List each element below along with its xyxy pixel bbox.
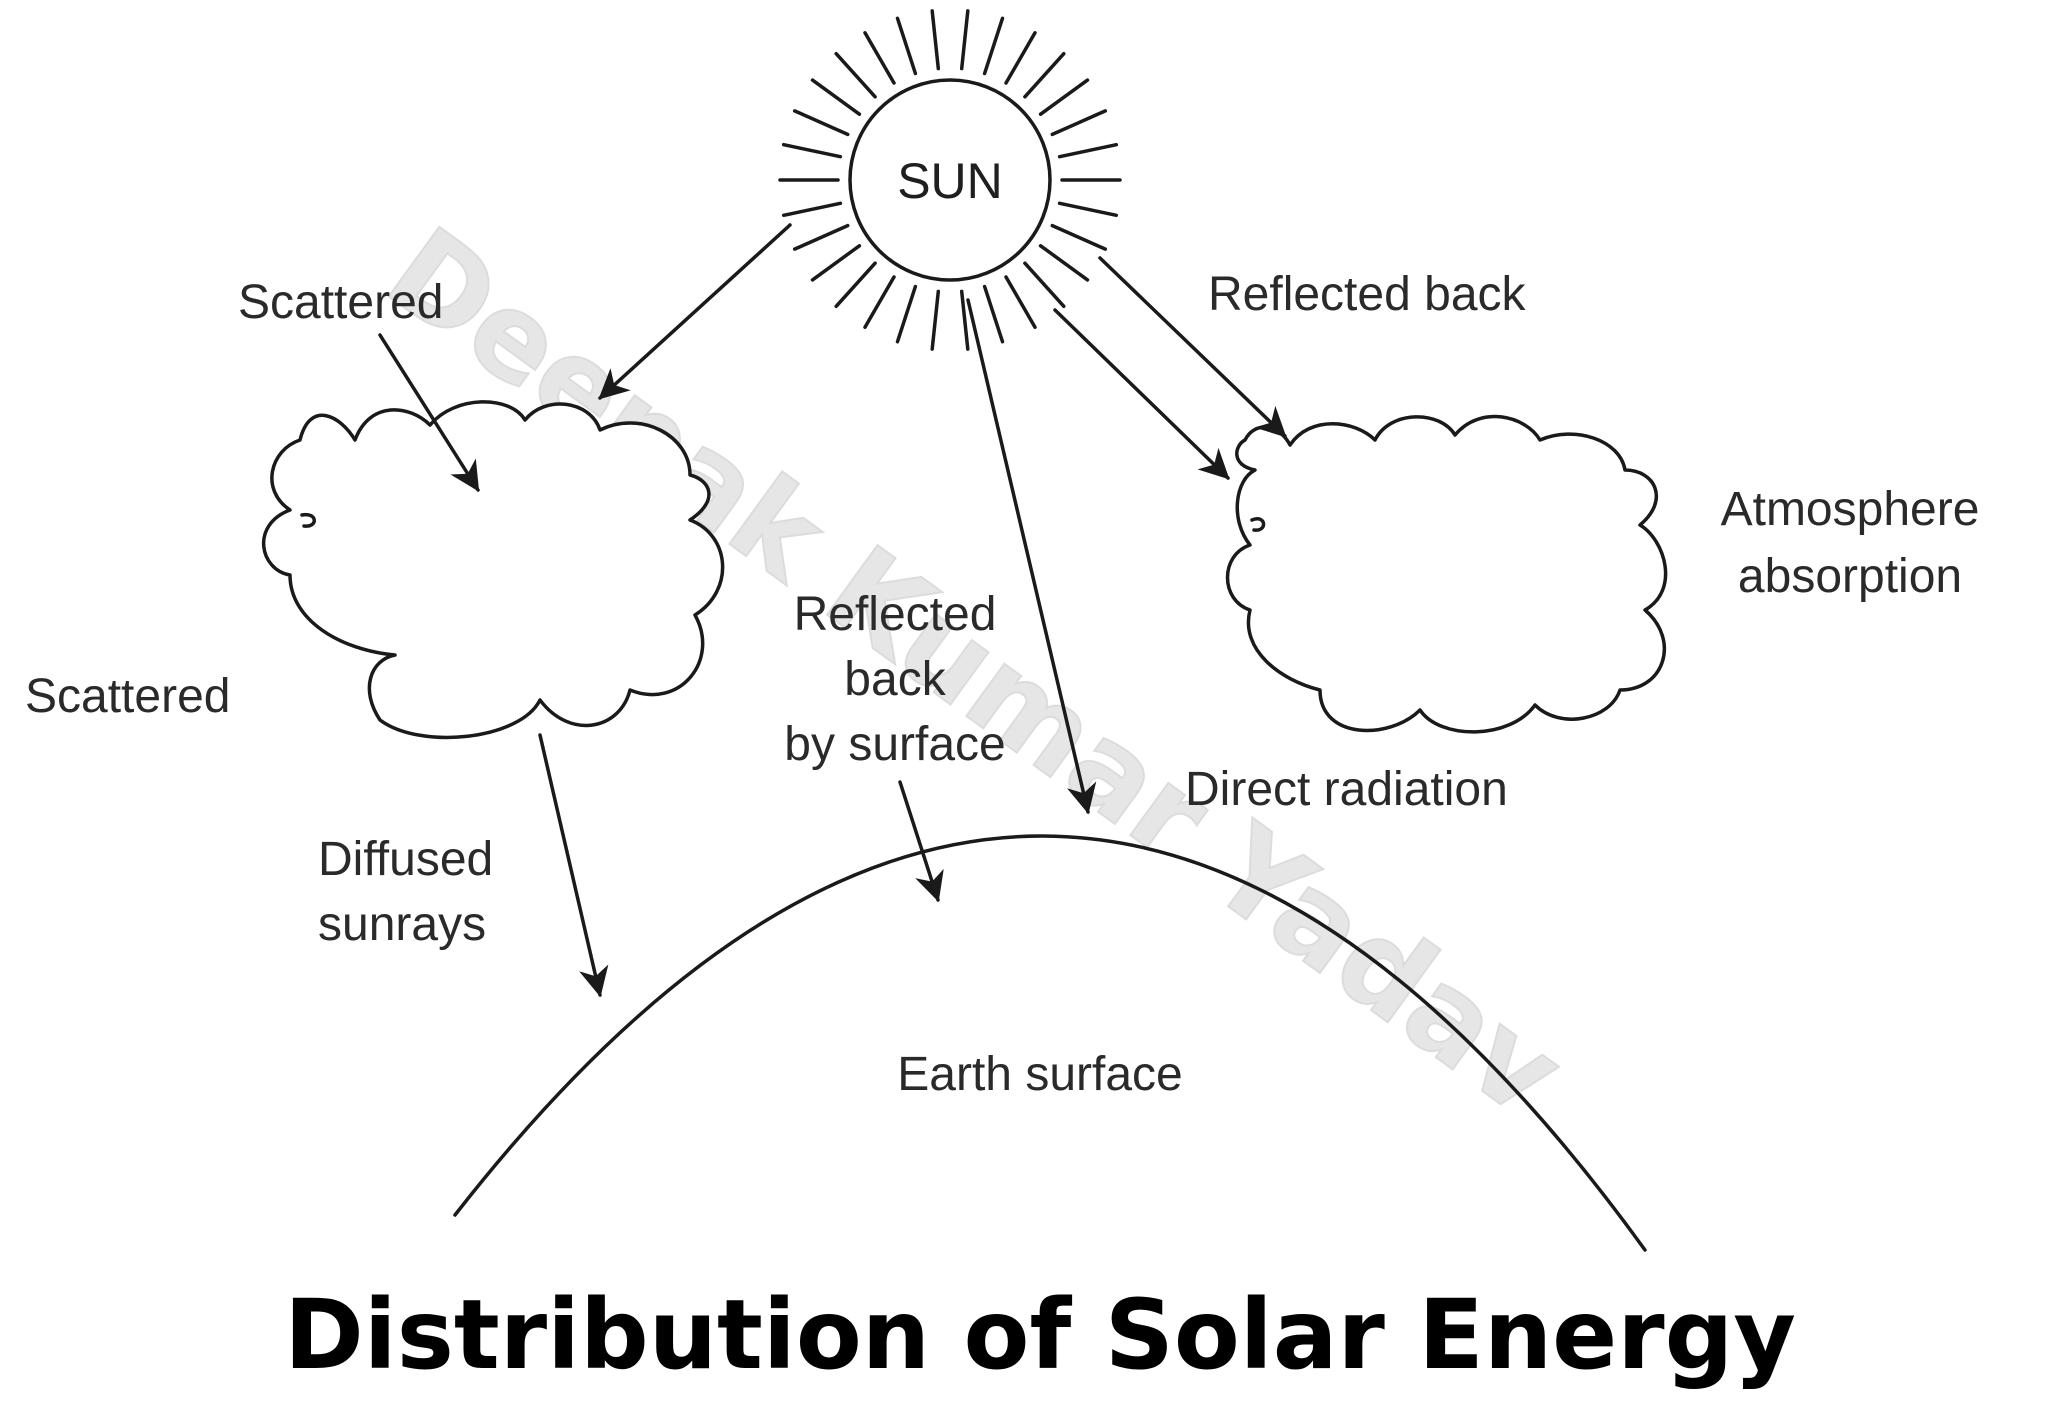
left-cloud-curl [300, 512, 316, 528]
label-reflected-surface-line3: by surface [784, 718, 1005, 771]
sun-ray [1038, 244, 1090, 282]
sun-ray [982, 16, 1005, 76]
sun-ray [959, 289, 970, 351]
sun-ray [792, 109, 850, 137]
arrow-direct-radiation [966, 298, 1097, 815]
label-atmosphere-line2: absorption [1738, 550, 1962, 603]
right-cloud [1225, 414, 1668, 734]
arrow-scattered-label-pointer [378, 333, 480, 492]
sun-label: SUN [897, 153, 1003, 209]
sun-ray [1004, 31, 1037, 85]
sun-ray [1057, 142, 1119, 159]
sun-ray [1057, 201, 1119, 218]
label-direct-radiation: Direct radiation [1185, 763, 1508, 816]
sun-ray [834, 261, 877, 309]
sun-ray [810, 244, 862, 282]
sun-ray [1004, 275, 1037, 329]
arrow-reflected-by-surface [898, 780, 944, 903]
arrow-sun-to-left-cloud [598, 223, 792, 400]
right-cloud-curl [1250, 517, 1266, 532]
sun-ray [810, 78, 862, 116]
left-cloud [261, 400, 725, 740]
arrow-diffused-sunrays [538, 733, 609, 998]
sun-ray [792, 223, 850, 251]
diagram-title: Distribution of Solar Energy [284, 1279, 1796, 1391]
sun-ray [863, 31, 896, 85]
label-reflected-surface-line1: Reflected [794, 588, 997, 641]
sun-ray [1023, 261, 1066, 309]
label-scattered-top: Scattered [238, 276, 443, 329]
label-earth-surface: Earth surface [897, 1048, 1182, 1101]
sun-ray [863, 275, 896, 329]
arrow-atmosphere-absorption [1053, 308, 1230, 480]
sun-ray [781, 142, 843, 159]
sun-ray [1050, 109, 1108, 137]
sun-ray [781, 201, 843, 218]
label-diffused-line2: sunrays [318, 898, 486, 951]
sun-ray [834, 51, 877, 99]
label-diffused-line1: Diffused [318, 833, 493, 886]
label-atmosphere-line1: Atmosphere [1721, 483, 1980, 536]
sun-ray [1023, 51, 1066, 99]
label-reflected-back: Reflected back [1208, 268, 1527, 321]
earth-surface-arc [453, 834, 1647, 1252]
sun-ray [930, 289, 941, 351]
sun-circle [848, 78, 1052, 282]
sun-ray [930, 9, 941, 71]
sun-ray [1050, 223, 1108, 251]
arrow-reflected-back [1098, 256, 1287, 438]
sun-rays [778, 9, 1122, 351]
sun-ray [895, 284, 918, 344]
sun-ray [982, 284, 1005, 344]
sun-ray [959, 9, 970, 71]
label-scattered-left: Scattered [25, 670, 230, 723]
label-reflected-surface-line2: back [844, 653, 946, 706]
sun-ray [1038, 78, 1090, 116]
sun-ray [895, 16, 918, 76]
